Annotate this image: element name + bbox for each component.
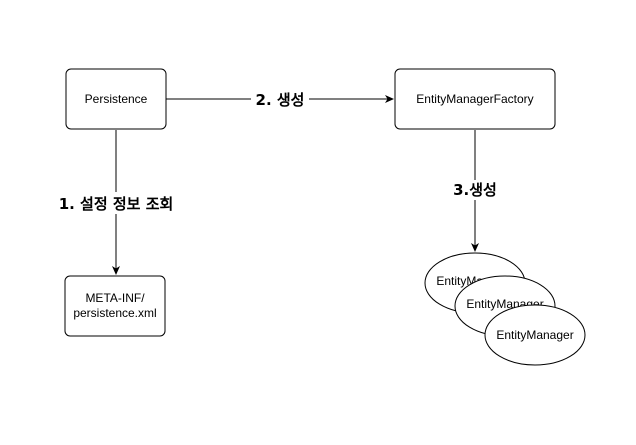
node-meta-inf-line2: persistence.xml xyxy=(73,306,156,320)
svg-text:1. 설정 정보 조회: 1. 설정 정보 조회 xyxy=(59,195,174,213)
node-persistence[interactable]: Persistence xyxy=(65,68,167,130)
svg-text:2. 생성: 2. 생성 xyxy=(256,91,305,109)
node-entity-manager-3[interactable]: EntityManager xyxy=(484,304,586,366)
edge-label-create-manager: 3.생성 xyxy=(449,180,501,200)
edge-label-create-factory: 2. 생성 xyxy=(251,89,309,109)
node-persistence-label: Persistence xyxy=(85,92,148,106)
edge-label-lookup-config: 1. 설정 정보 조회 xyxy=(48,192,184,214)
svg-text:3.생성: 3.생성 xyxy=(453,181,497,199)
node-meta-inf-line1: META-INF/ xyxy=(85,291,145,305)
node-meta-inf[interactable]: META-INF/ persistence.xml xyxy=(64,275,166,337)
node-entity-manager-3-label: EntityManager xyxy=(496,328,573,342)
node-entity-manager-factory[interactable]: EntityManagerFactory xyxy=(394,68,556,130)
node-entity-manager-factory-label: EntityManagerFactory xyxy=(416,92,533,106)
